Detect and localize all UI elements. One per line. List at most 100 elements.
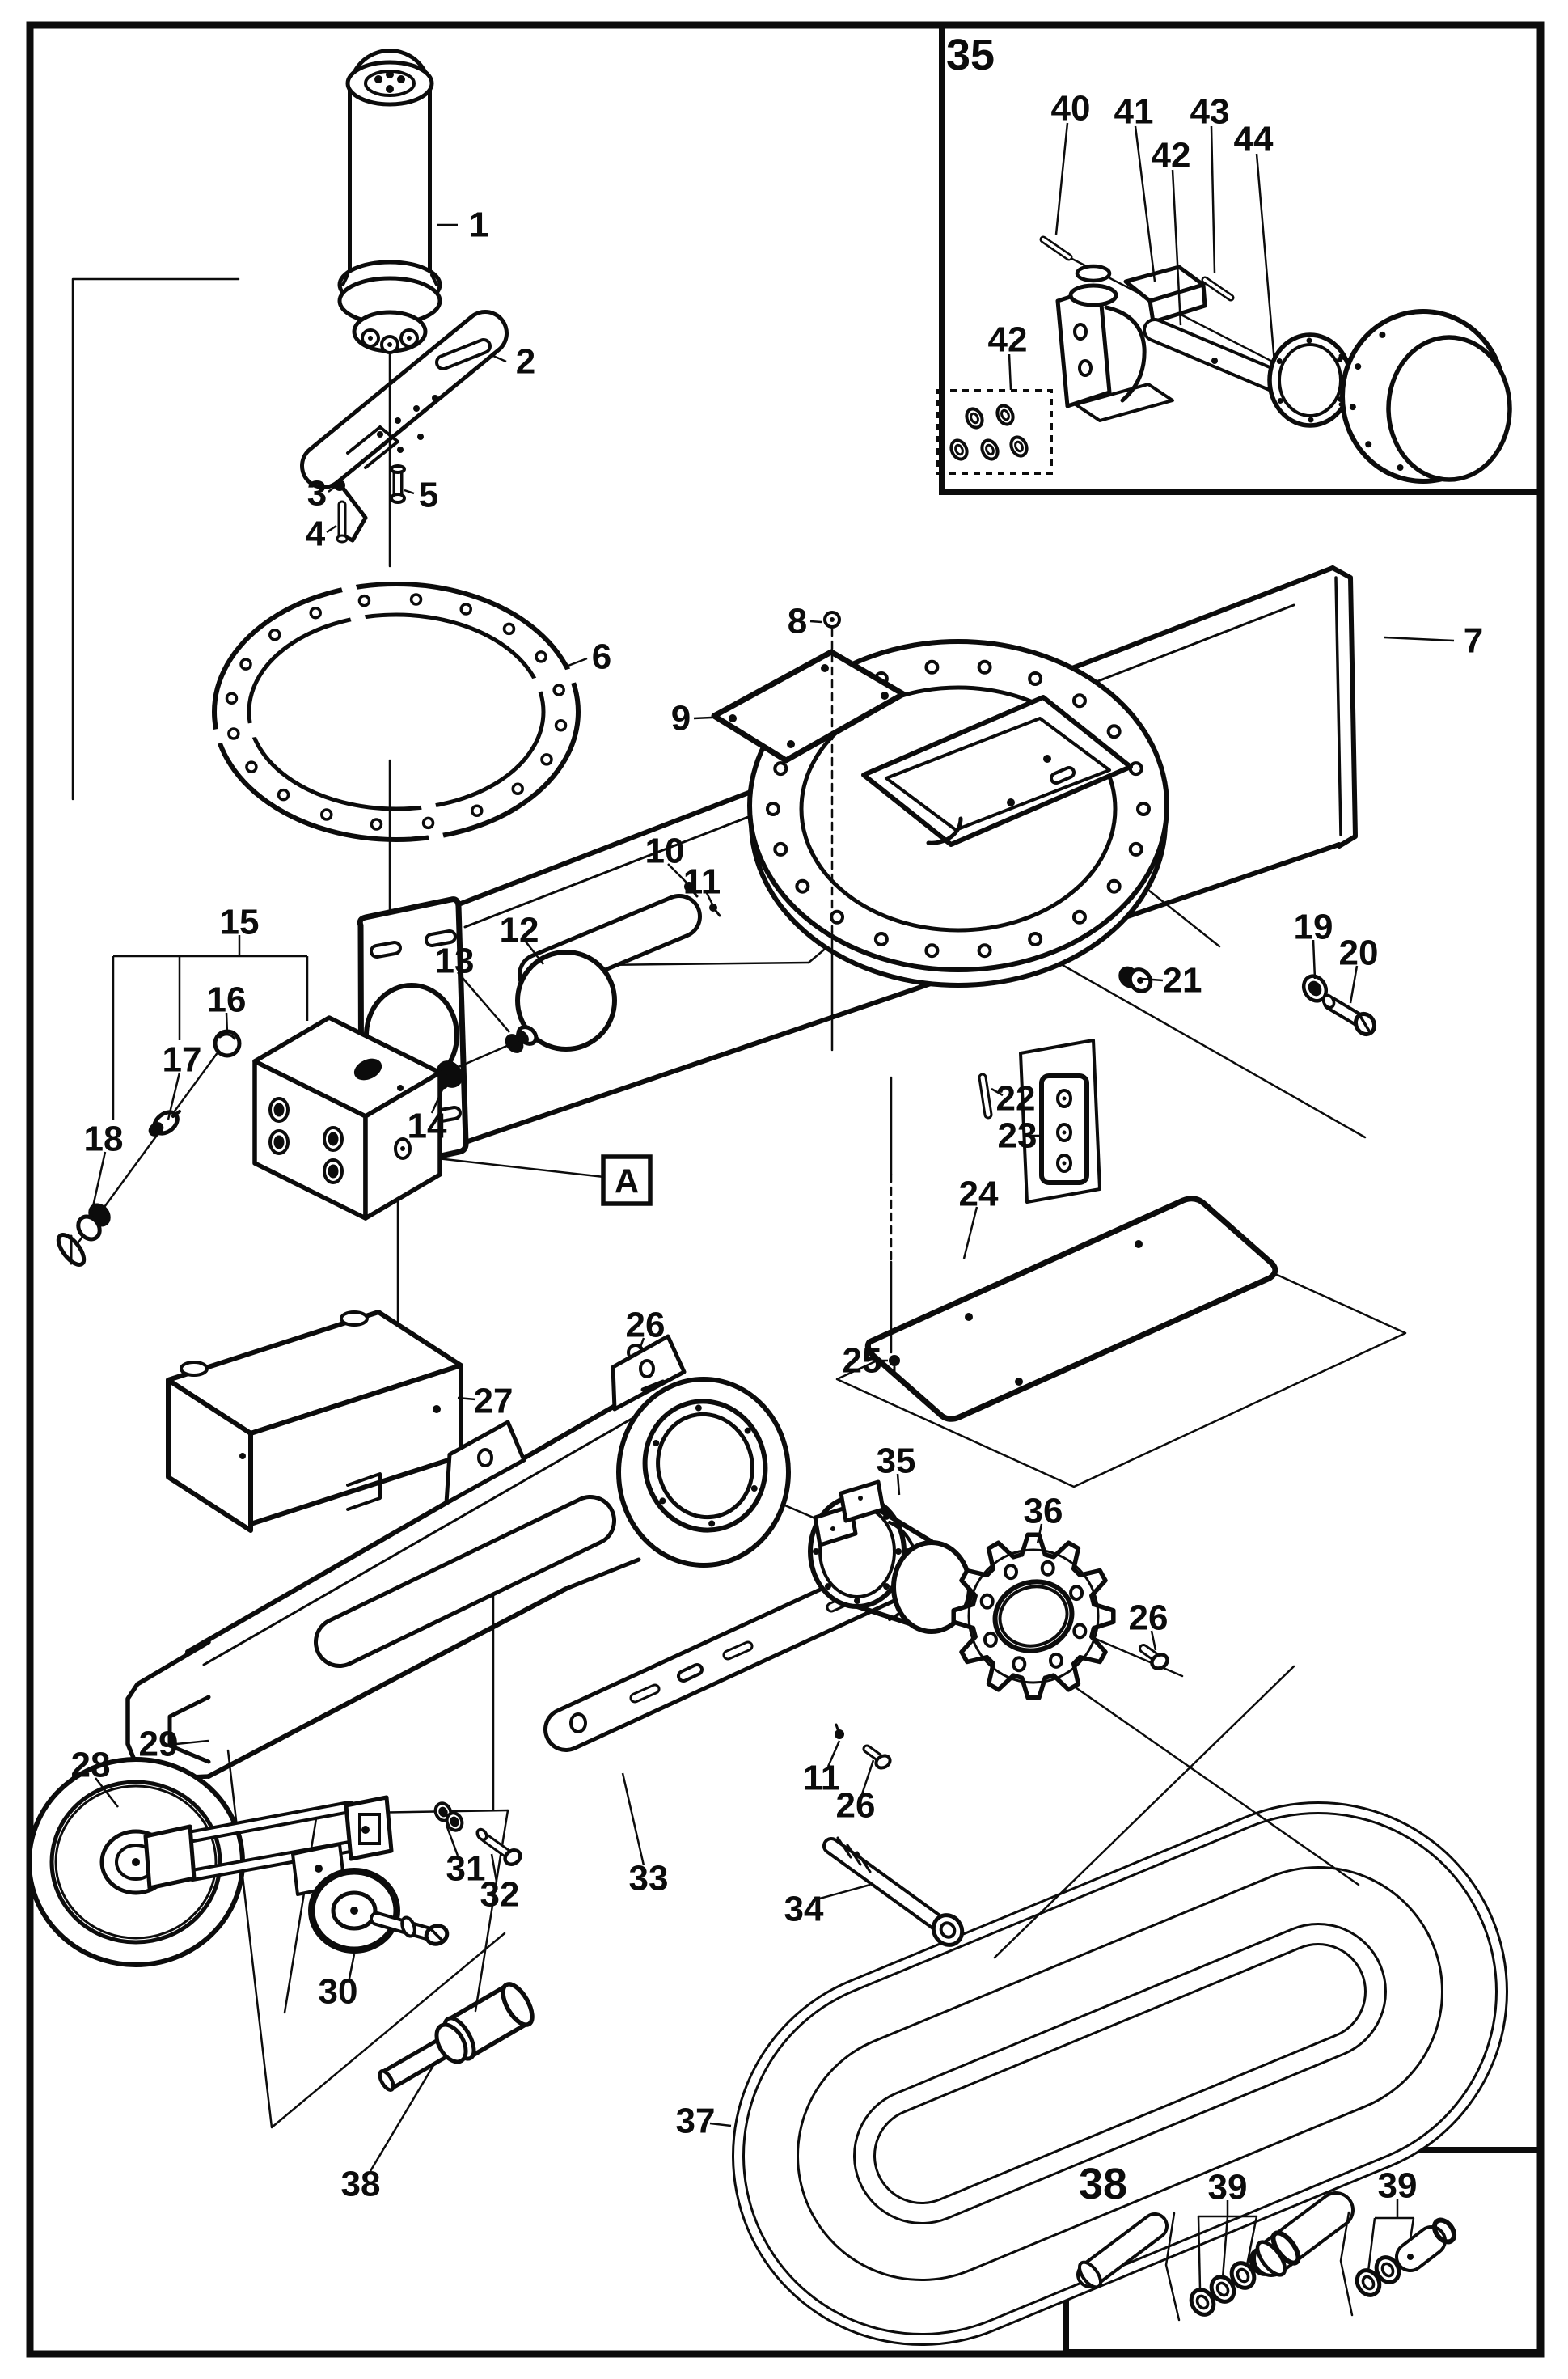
callout-label: 2 [516,342,535,382]
leader-line [445,1824,459,1856]
part-37-rubber-track [732,1801,1508,2346]
callout-6: 6 [565,637,611,677]
callout-label: 14 [408,1107,447,1146]
callout-label: 38 [1079,2160,1127,2208]
part-29-track-frame [125,1334,791,1782]
callout-32: 32 [480,1853,519,1915]
leader-line [525,941,544,965]
callout-label: 11 [803,1759,841,1798]
callout-3: 3 [307,474,336,514]
leader-line [1210,125,1216,274]
callout-label: 23 [998,1116,1038,1156]
callout-12: 12 [500,911,544,965]
callout-label: 38 [341,2165,381,2204]
callout-label: 6 [592,637,611,677]
callout-34: 34 [784,1883,871,1929]
callout-label: 18 [84,1120,124,1159]
callout-43: 43 [1190,92,1229,274]
callout-label: 10 [645,832,685,871]
callout-label: 41 [1114,92,1154,132]
leader-line [457,1396,476,1401]
callout-28: 28 [71,1746,119,1808]
callout-label: 42 [988,320,1028,360]
callout-9: 9 [671,699,712,739]
part-27-frame-cover [166,1310,463,1533]
callout-17: 17 [163,1040,201,1120]
leader-line [1134,125,1156,282]
leader-line [1384,636,1455,642]
leader-line [1409,2217,1415,2240]
callout-19: 19 [1294,908,1333,980]
callout-label: 15 [220,903,260,942]
leader-line [95,1777,119,1808]
callout-18: 18 [84,1120,124,1211]
leader-line [348,1954,356,1979]
leader-line [167,1072,181,1120]
callout-label: 19 [1294,908,1333,947]
callout-label: 37 [676,2102,716,2141]
callout-1: 1 [437,205,488,245]
parts-11-26-bottom-fasteners [835,1723,892,1770]
callout-42: 42 [988,320,1028,391]
callout-14: 14 [408,1080,448,1146]
callout-21: 21 [1141,961,1202,1001]
leader-line [328,486,336,493]
leader-line [326,524,337,534]
callout-label: 11 [683,862,721,902]
callout-35: 35 [946,31,995,79]
callout-label: 20 [1339,933,1379,973]
callout-label: 21 [1163,961,1202,1001]
part-28-idler-group [27,1757,394,1967]
leader-line [1312,939,1317,980]
callout-4: 4 [306,514,337,554]
callout-20: 20 [1339,933,1379,1004]
leader-line [962,1206,978,1259]
parts-31-32-fasteners [433,1801,522,1866]
page-border [26,21,1545,2358]
callout-41: 41 [1114,92,1156,282]
callout-label: 26 [836,1786,876,1826]
part-24-cover-plate-large [864,1196,1278,1422]
callout-label: 30 [319,1972,358,2012]
callout-2: 2 [492,342,535,382]
callout-26: 26 [836,1759,876,1826]
leader-line [1171,169,1182,326]
parts-10-11-screws [684,882,721,917]
callout-label: 13 [435,942,475,981]
callout-label: 9 [671,699,691,739]
leader-line [638,1337,645,1350]
callout-7: 7 [1384,621,1483,661]
leader-line [457,971,510,1033]
callout-38: 38 [341,2062,437,2204]
callout-label: 40 [1051,89,1091,129]
callout-label: 35 [877,1441,916,1481]
callout-label: A [615,1162,639,1200]
parts-30-roller-group [308,1868,450,1954]
leader-line [1141,977,1164,982]
part-35-final-drive-motor [808,1479,972,1634]
callout-label: 26 [626,1306,666,1345]
callout-26: 26 [1129,1598,1168,1651]
callout-27: 27 [457,1382,513,1421]
leader-line [809,620,822,624]
leader-line [826,1740,841,1767]
callout-label: 33 [629,1859,669,1899]
leader-line [91,1151,107,1211]
leader-line [816,1883,871,1901]
part-25-screw [889,1076,900,1377]
leader-line [709,2122,732,2127]
leader-line [430,1080,448,1114]
leader-line [1150,1630,1157,1651]
leader-line [1245,2216,1258,2266]
leader-line [1036,1523,1043,1544]
callout-37: 37 [676,2102,732,2141]
leader-line [860,1759,875,1795]
callout-label: 39 [1208,2168,1248,2208]
callout-label: 7 [1464,621,1483,661]
leader-line [1255,153,1276,363]
leader-line [490,1853,498,1882]
inset-38-assembly [1076,2191,1457,2322]
callout-label: 22 [996,1079,1036,1119]
